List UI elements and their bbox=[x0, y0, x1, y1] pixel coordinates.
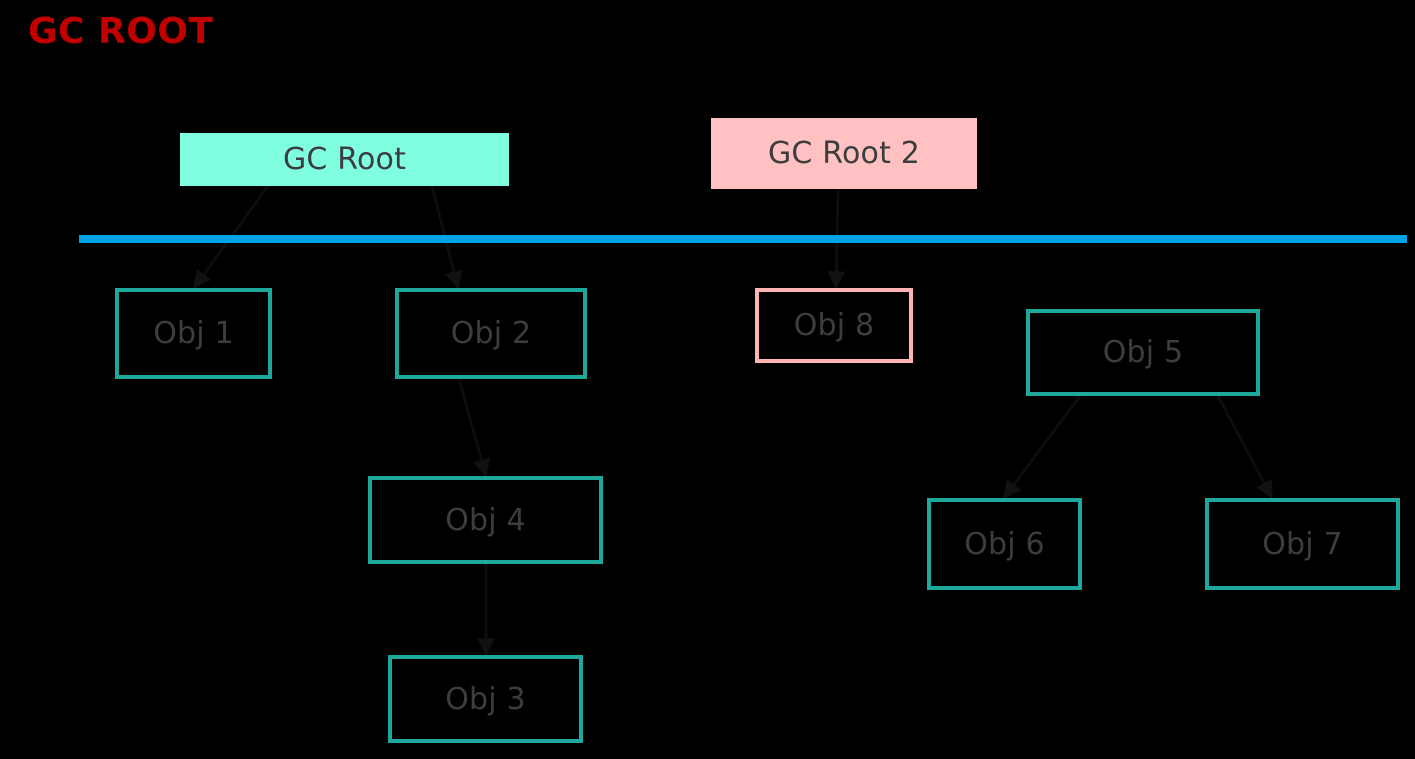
edge-obj5-obj7 bbox=[1216, 395, 1274, 500]
heap-boundary-line bbox=[79, 235, 1407, 243]
obj-2-label: Obj 2 bbox=[450, 316, 532, 351]
edge-obj5-obj6 bbox=[1002, 395, 1082, 499]
object-node-obj-5[interactable]: Obj 5 bbox=[1026, 309, 1260, 396]
object-node-obj-3[interactable]: Obj 3 bbox=[388, 655, 583, 743]
obj-6-label: Obj 6 bbox=[964, 526, 1045, 562]
object-node-obj-4[interactable]: Obj 4 bbox=[368, 476, 603, 564]
obj-3-label: Obj 3 bbox=[445, 681, 526, 717]
object-node-obj-6[interactable]: Obj 6 bbox=[927, 498, 1082, 590]
edge-obj2-obj4 bbox=[457, 378, 491, 478]
obj-8-label: Obj 8 bbox=[793, 308, 875, 343]
root-node-gc-root[interactable]: GC Root bbox=[180, 133, 509, 186]
object-node-obj-2[interactable]: Obj 2 bbox=[395, 288, 587, 379]
obj-7-label: Obj 7 bbox=[1262, 526, 1343, 562]
object-node-obj-7[interactable]: Obj 7 bbox=[1205, 498, 1400, 590]
gc-root-2-label: GC Root 2 bbox=[767, 136, 921, 171]
object-node-obj-8[interactable]: Obj 8 bbox=[755, 288, 913, 363]
obj-4-label: Obj 4 bbox=[445, 502, 526, 538]
page-title: GC ROOT bbox=[28, 11, 214, 52]
gc-root-label: GC Root bbox=[282, 142, 407, 177]
root-node-gc-root-2[interactable]: GC Root 2 bbox=[711, 118, 977, 189]
obj-1-label: Obj 1 bbox=[153, 316, 234, 351]
object-node-obj-1[interactable]: Obj 1 bbox=[115, 288, 272, 379]
obj-5-label: Obj 5 bbox=[1102, 335, 1184, 370]
